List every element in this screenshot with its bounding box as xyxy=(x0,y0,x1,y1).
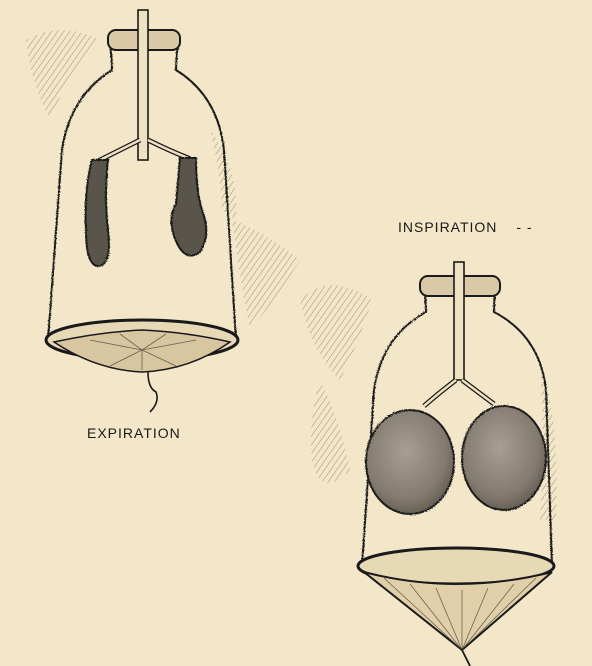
inspiration-label-text: INSPIRATION xyxy=(398,219,497,235)
inspiration-tube xyxy=(454,262,464,380)
inspiration-right-lung-inflated xyxy=(462,406,546,510)
inspiration-pull-string xyxy=(462,650,470,666)
inspiration-bronchi xyxy=(424,380,494,406)
expiration-right-lung-collapsed xyxy=(171,158,206,256)
expiration-jar xyxy=(26,10,300,412)
expiration-tube xyxy=(138,10,148,160)
inspiration-label-dash: - - xyxy=(516,219,532,235)
inspiration-left-lung-inflated xyxy=(366,410,454,514)
expiration-jar-shadow xyxy=(26,30,300,330)
expiration-label: EXPIRATION xyxy=(87,425,181,441)
expiration-left-lung-collapsed xyxy=(86,160,109,266)
expiration-pull-string xyxy=(148,372,157,412)
inspiration-diaphragm-pulled xyxy=(364,572,552,650)
inspiration-jar xyxy=(300,262,557,666)
inspiration-label: INSPIRATION - - xyxy=(398,219,533,235)
